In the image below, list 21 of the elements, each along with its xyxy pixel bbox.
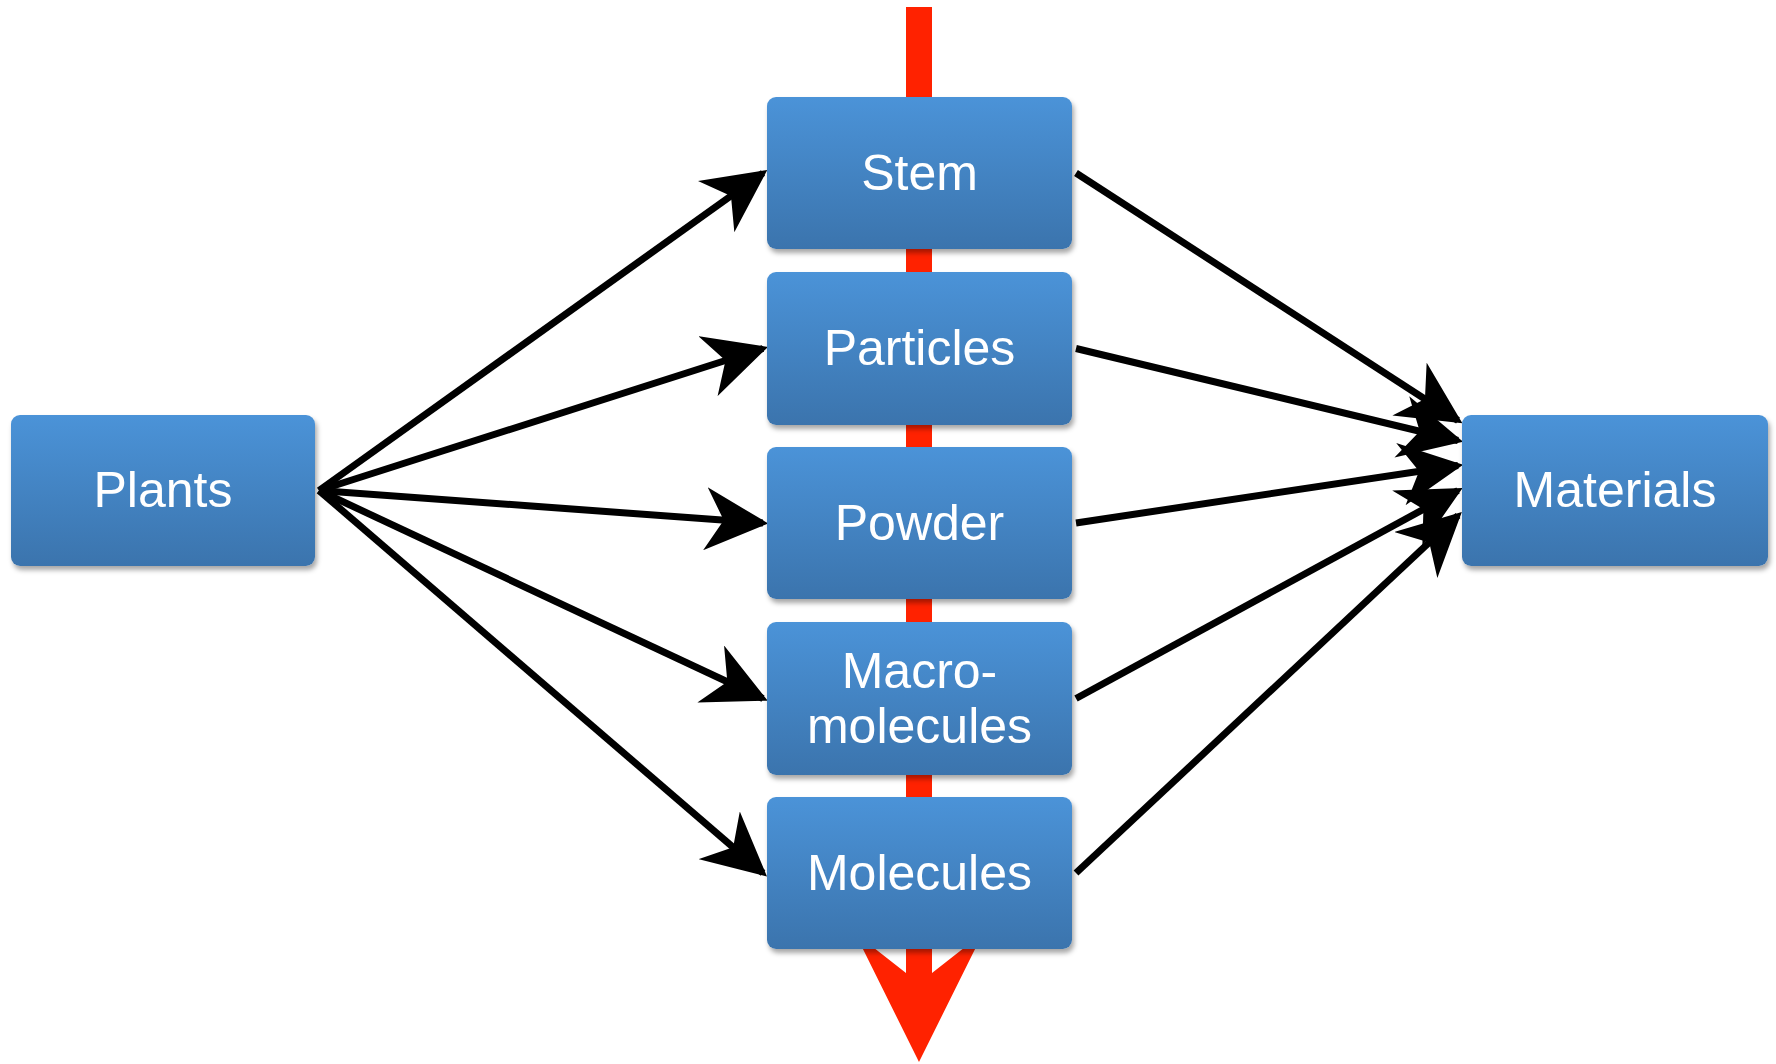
process-box <box>767 797 1072 949</box>
box-label: Molecules <box>806 845 1033 901</box>
box-label: Materials <box>1513 463 1717 518</box>
arrow <box>1074 487 1463 702</box>
box-label: Particles <box>823 321 1016 376</box>
process-box <box>767 622 1072 775</box>
box-label: Stem <box>861 145 978 201</box>
arrow <box>1073 511 1462 876</box>
box-label: Powder <box>834 495 1005 551</box>
process-box <box>767 447 1072 599</box>
arrow <box>316 487 767 877</box>
process-box <box>767 272 1072 425</box>
process-box <box>1462 415 1768 566</box>
arrow <box>317 487 768 703</box>
process-box <box>11 415 315 566</box>
arrow <box>1074 170 1463 424</box>
arrow <box>1075 345 1464 458</box>
process-box <box>767 97 1072 249</box>
box-label: Macro- molecules <box>806 643 1033 754</box>
box-label: Plants <box>93 463 233 518</box>
arrow <box>1075 442 1464 527</box>
